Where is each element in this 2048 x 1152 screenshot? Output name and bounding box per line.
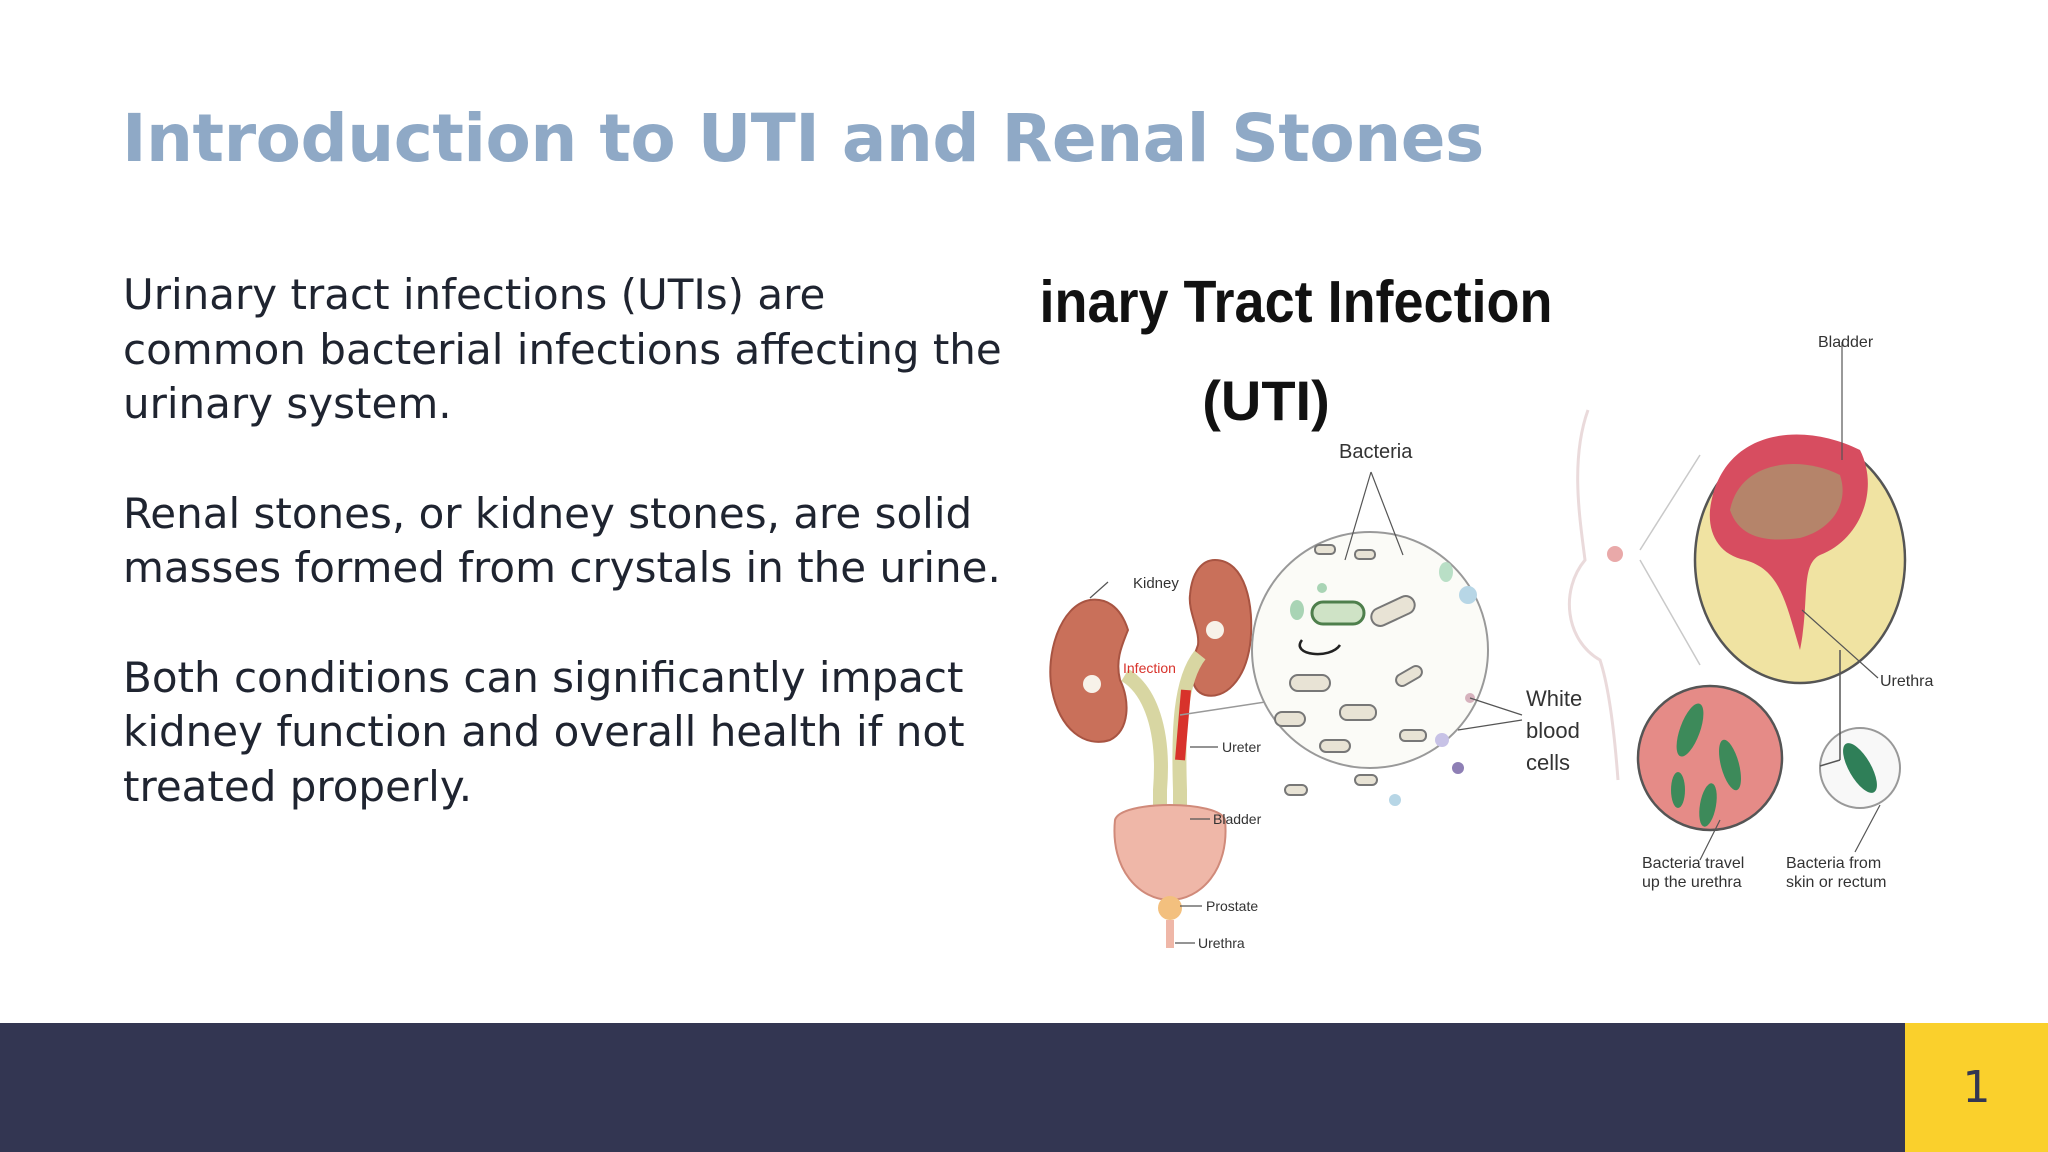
label-bacteria: Bacteria (1339, 441, 1413, 463)
label-ureter: Ureter (1222, 739, 1261, 755)
bladder-labels: Bladder Urethra Bacteria travel up the u… (1642, 334, 1933, 891)
paragraph-impact: Both conditions can significantly impact… (123, 652, 965, 811)
label-bladder-right: Bladder (1818, 334, 1874, 351)
label-white-3: cells (1526, 750, 1570, 775)
label-urethra-left: Urethra (1198, 935, 1245, 951)
bacteria-magnified-view: Bacteria White blood cells (1179, 441, 1582, 806)
page-number: 1 (1962, 1062, 1991, 1113)
label-kidney: Kidney (1133, 575, 1179, 592)
body-text: Urinary tract infections (UTIs) are comm… (123, 268, 1003, 869)
label-prostate: Prostate (1206, 898, 1258, 914)
bladder-cross-section (1567, 409, 1907, 832)
label-white-2: blood (1526, 718, 1580, 743)
label-bladder-left: Bladder (1213, 811, 1262, 827)
slide-title: Introduction to UTI and Renal Stones (122, 100, 1484, 177)
urinary-system-drawing (1049, 558, 1253, 948)
figure-heading-line2: (UTI) (1202, 369, 1330, 432)
label-from-2: skin or rectum (1786, 874, 1886, 891)
footer-bar (0, 1023, 2048, 1152)
page-number-box: 1 (1905, 1023, 2048, 1152)
label-white-1: White (1526, 686, 1582, 711)
paragraph-renal-stones: Renal stones, or kidney stones, are soli… (123, 488, 1001, 593)
label-travel-2: up the urethra (1642, 874, 1742, 891)
figure-heading-line1: Urinary Tract Infection (1040, 270, 1553, 336)
paragraph-uti: Urinary tract infections (UTIs) are comm… (123, 270, 1002, 428)
label-urethra-right: Urethra (1880, 673, 1933, 690)
label-travel-1: Bacteria travel (1642, 855, 1744, 872)
label-from-1: Bacteria from (1786, 855, 1881, 872)
urinary-labels: Kidney Infection Ureter Bladder Prostate… (1089, 575, 1262, 951)
uti-illustration: Urinary Tract Infection (UTI) Kidney Inf… (1040, 270, 1933, 951)
label-infection: Infection (1123, 660, 1176, 676)
